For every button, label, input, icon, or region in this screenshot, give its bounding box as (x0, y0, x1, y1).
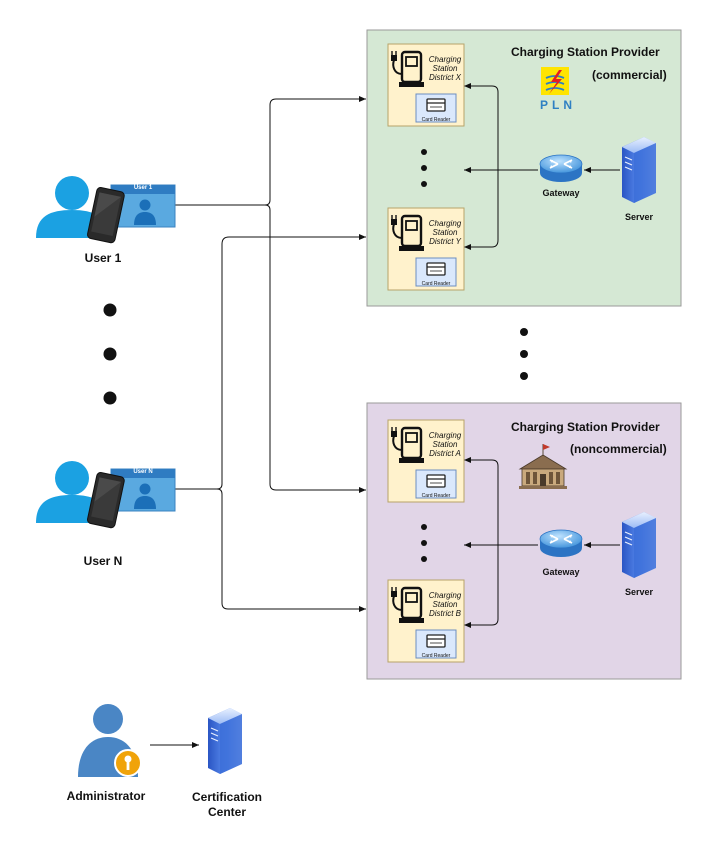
smartphone-icon (86, 186, 126, 244)
noncommercial-provider-title: Charging Station Provider (511, 420, 660, 434)
administrator-icon (78, 704, 142, 777)
noncommercial-provider-subtitle: (noncommercial) (570, 442, 667, 456)
connection-lines (150, 83, 620, 748)
user-1-card-label: User 1 (133, 185, 153, 191)
card-reader-label: Card Reader (421, 281, 451, 287)
gateway-label: Gateway (542, 188, 580, 198)
server-icon (621, 136, 657, 204)
server-label: Server (624, 212, 654, 222)
router-icon (539, 154, 583, 183)
station-a-label: Charging Station District A (428, 431, 462, 458)
server-label: Server (624, 587, 654, 597)
gateway-to-station-x (464, 83, 499, 170)
gateway-label: Gateway (542, 567, 580, 577)
gateway-to-station-a (464, 457, 499, 545)
gateway-to-station-b (464, 545, 499, 628)
user-n-group (36, 461, 176, 529)
pln-logo-text: PLN (540, 98, 576, 112)
commercial-provider-title: Charging Station Provider (511, 45, 660, 59)
government-building-icon (518, 444, 568, 489)
station-b-label: Charging Station District B (428, 591, 462, 618)
ellipsis-dots (103, 149, 528, 562)
certification-server-icon (207, 707, 243, 775)
user-1-name: User 1 (84, 251, 122, 265)
user-n-name: User N (83, 554, 123, 568)
commercial-provider-subtitle: (commercial) (592, 68, 667, 82)
station-y-label: Charging Station District Y (428, 219, 462, 246)
gateway-to-station-y (464, 170, 499, 250)
station-x-label: Charging Station District X (428, 55, 462, 82)
user-1-group (36, 176, 176, 244)
smartphone-icon (86, 471, 126, 529)
card-reader-label: Card Reader (421, 117, 451, 123)
usern-to-station-b (216, 488, 366, 612)
card-reader-label: Card Reader (421, 653, 451, 659)
administrator-label: Administrator (66, 789, 146, 803)
user-n-card-label: User N (133, 469, 153, 475)
user1-to-station-x (175, 96, 366, 206)
certification-center-label: Certification Center (191, 790, 263, 819)
server-icon (621, 511, 657, 579)
usern-to-station-y (175, 234, 366, 490)
user1-to-station-a (264, 204, 366, 493)
card-reader-label: Card Reader (421, 493, 451, 499)
pln-logo-icon (541, 67, 569, 95)
router-icon (539, 529, 583, 558)
